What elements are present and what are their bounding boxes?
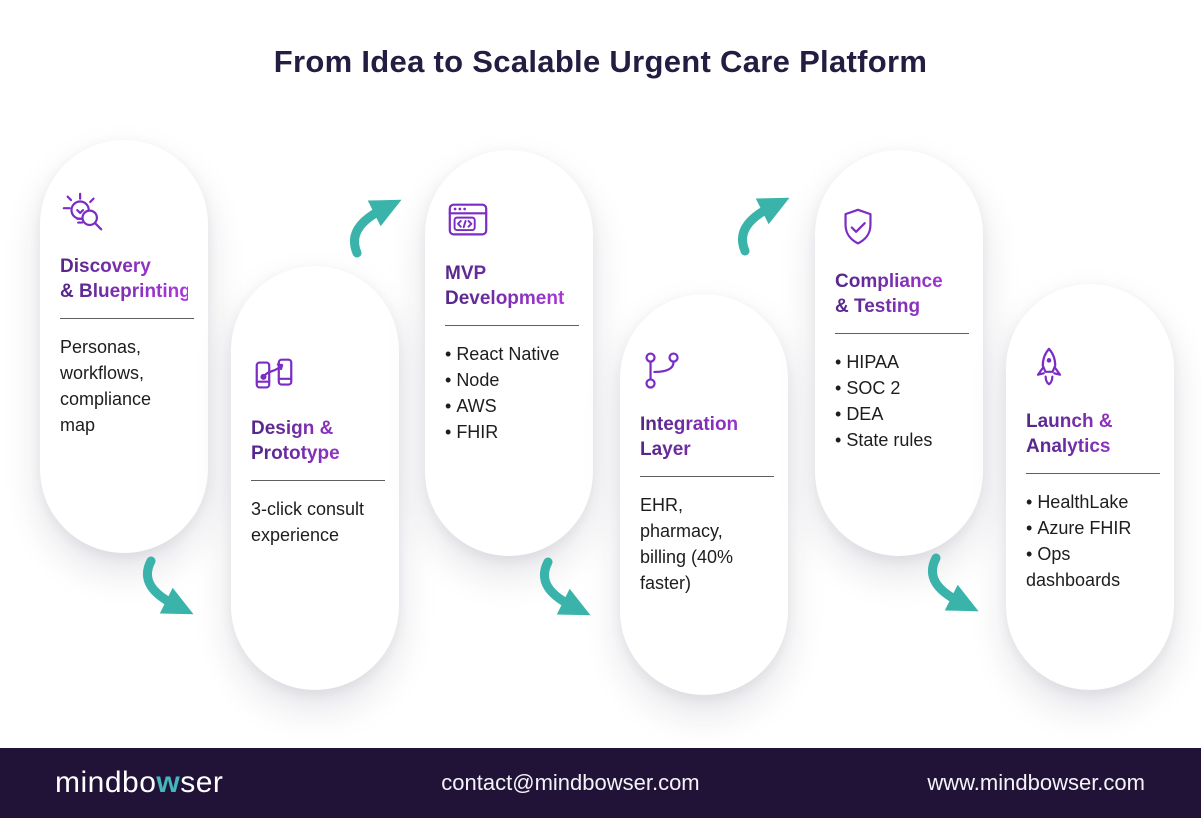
lightbulb-search-icon [60,190,188,238]
divider [251,480,385,481]
card-bullet-list: HealthLake Azure FHIR Ops dashboards [1026,489,1154,593]
card-mvp-development: MVP Development React Native Node AWS FH… [425,150,593,556]
card-body-text: Personas, workflows, compliance map [60,337,152,435]
logo-accent-letter: w [156,766,181,799]
divider [60,318,194,319]
git-branch-icon [640,348,768,396]
divider [640,476,774,477]
card-body-text: EHR, pharmacy, billing (40% faster) [640,495,734,593]
website-url: www.mindbowser.com [927,770,1145,795]
card-title: Integration Layer [640,412,768,462]
card-title: Compliance & Testing [835,269,963,319]
list-item: Node [445,367,573,393]
page-title: From Idea to Scalable Urgent Care Platfo… [273,44,928,79]
list-item: React Native [445,341,573,367]
card-body-text: 3-click consult experience [251,499,365,545]
divider [835,333,969,334]
card-discovery-blueprinting: Discovery & Blueprinting Personas, workf… [40,140,208,553]
flow-arrow-down-icon [922,553,986,618]
card-title: Discovery & Blueprinting [60,256,191,302]
list-item: SOC 2 [835,375,963,401]
rocket-icon [1026,345,1154,393]
flow-arrow-up-icon [345,198,409,263]
divider [445,325,579,326]
shield-check-icon [835,205,963,253]
card-bullet-list: HIPAA SOC 2 DEA State rules [835,349,963,453]
card-title: MVP Development [445,261,573,311]
card-launch-analytics: Launch & Analytics HealthLake Azure FHIR… [1006,284,1174,690]
list-item: State rules [835,427,963,453]
mindbowser-logo: mindbowser [55,766,224,799]
flow-arrow-down-icon [534,557,598,622]
list-item: FHIR [445,419,573,445]
divider [1026,473,1160,474]
list-item: HIPAA [835,349,963,375]
card-bullet-list: React Native Node AWS FHIR [445,341,573,445]
card-title: Launch & Analytics [1026,409,1154,459]
footer-bar: mindbowser contact@mindbowser.com www.mi… [0,748,1201,818]
card-integration-layer: Integration Layer EHR, pharmacy, billing… [620,294,788,695]
contact-email: contact@mindbowser.com [441,770,700,795]
flow-arrow-up-icon [733,196,797,261]
prototype-phones-icon [251,352,379,400]
list-item: AWS [445,393,573,419]
list-item: HealthLake [1026,489,1154,515]
flow-arrow-down-icon [137,556,201,621]
code-window-icon [445,197,573,245]
list-item: Azure FHIR [1026,515,1154,541]
list-item: Ops dashboards [1026,541,1154,593]
card-compliance-testing: Compliance & Testing HIPAA SOC 2 DEA Sta… [815,150,983,556]
card-design-prototype: Design & Prototype 3-click consult exper… [231,266,399,690]
list-item: DEA [835,401,963,427]
card-title: Design & Prototype [251,416,379,466]
